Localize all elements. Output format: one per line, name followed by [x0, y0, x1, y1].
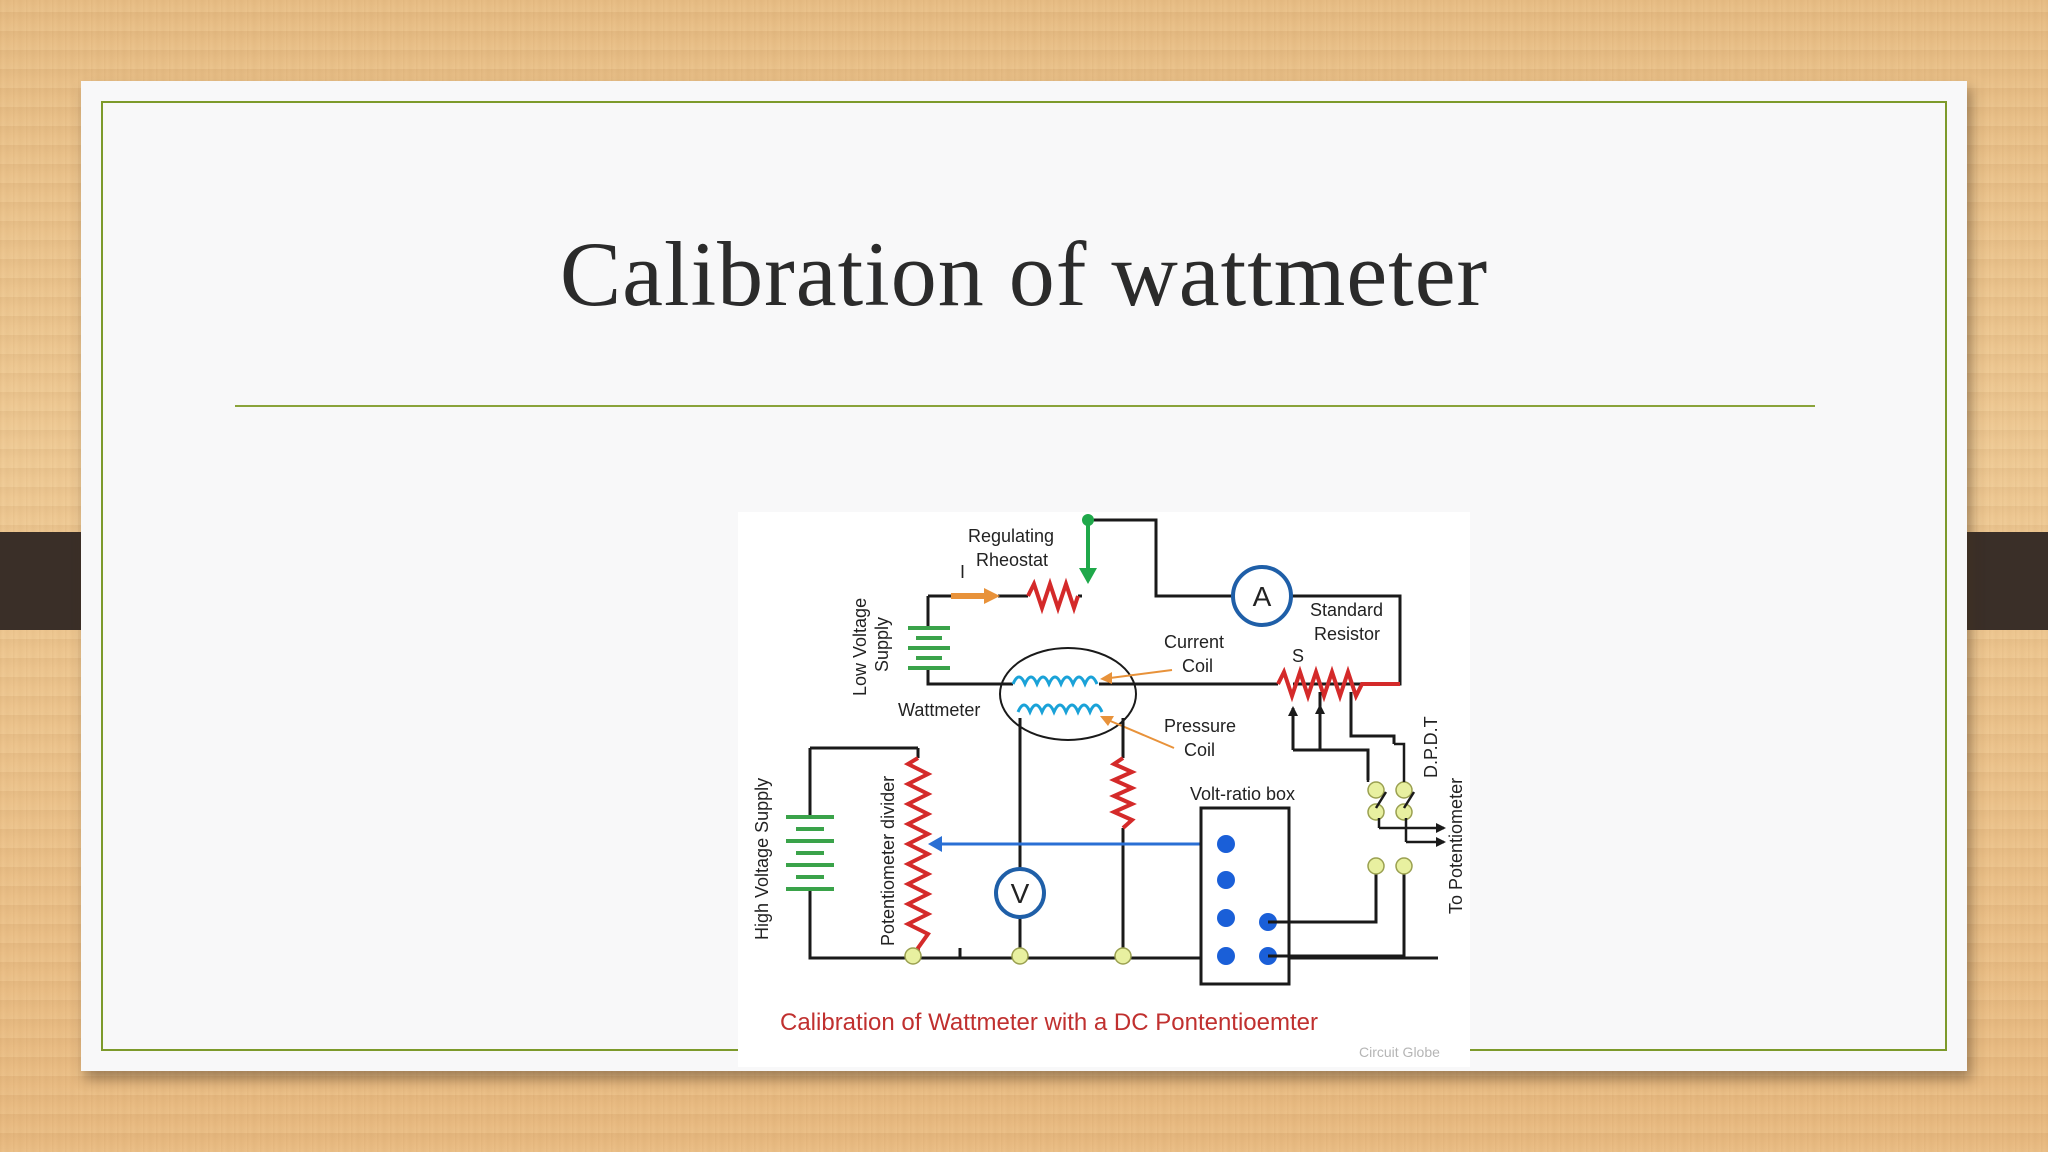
volt-ratio-box-label: Volt-ratio box [1190, 784, 1295, 804]
potentiometer-divider [903, 756, 933, 958]
standard-resistor [1276, 665, 1400, 703]
pressure-label: Pressure [1164, 716, 1236, 736]
to-potentiometer-label: To Potentiometer [1446, 778, 1466, 914]
volt-ratio-box-outputs [1268, 868, 1406, 958]
high-voltage-supply-label: High Voltage Supply [752, 778, 772, 940]
title-divider [235, 405, 1815, 407]
high-voltage-battery [786, 815, 834, 891]
dpdt-label: D.P.D.T [1421, 716, 1441, 778]
regulating-rheostat [1026, 577, 1080, 615]
image-credit: Circuit Globe [1359, 1044, 1440, 1060]
low-voltage-supply-label-2: Supply [872, 617, 892, 672]
pressure-coil [1016, 703, 1104, 716]
potentiometer-divider-label: Potentiometer divider [878, 776, 898, 946]
low-voltage-battery [908, 626, 950, 670]
diagram-caption: Calibration of Wattmeter with a DC Ponte… [780, 1009, 1318, 1036]
voltmeter: V [994, 867, 1046, 919]
wattmeter-label: Wattmeter [898, 700, 980, 720]
bottom-terminal-posts [904, 947, 1132, 965]
circuit-diagram: Low Voltage Supply I Regulating Rheostat… [752, 514, 1466, 1060]
slide-title: Calibration of wattmeter [559, 223, 1489, 325]
ammeter: A [1231, 565, 1293, 627]
pressure-coil-label: Coil [1184, 740, 1215, 760]
rheostat-slider-arrow [1079, 514, 1097, 584]
regulating-label: Regulating [968, 526, 1054, 546]
ammeter-symbol: A [1253, 581, 1272, 612]
current-label: Current [1164, 632, 1224, 652]
current-coil-pointer [1100, 669, 1173, 684]
pressure-coil-resistor [1109, 756, 1137, 830]
current-coil-label: Coil [1182, 656, 1213, 676]
low-voltage-supply-label-1: Low Voltage [850, 598, 870, 696]
standard-resistor-s-label: S [1292, 646, 1304, 666]
standard-label: Standard [1310, 600, 1383, 620]
pressure-coil-pointer [1100, 716, 1175, 749]
current-coil [1011, 675, 1099, 688]
current-symbol-label: I [960, 562, 965, 582]
dpdt-switch [1366, 742, 1446, 875]
standard-resistor-tap-arrows [1288, 692, 1322, 750]
resistor-label: Resistor [1314, 624, 1380, 644]
divider-tap-arrow [928, 836, 1226, 852]
current-direction-arrow [951, 588, 1000, 604]
rheostat-label: Rheostat [976, 550, 1048, 570]
slide: Calibration of wattmeter [81, 81, 1967, 1071]
voltmeter-symbol: V [1011, 878, 1030, 909]
wattmeter-enclosure [999, 647, 1137, 741]
circuit-diagram-figure: Low Voltage Supply I Regulating Rheostat… [738, 512, 1470, 1067]
